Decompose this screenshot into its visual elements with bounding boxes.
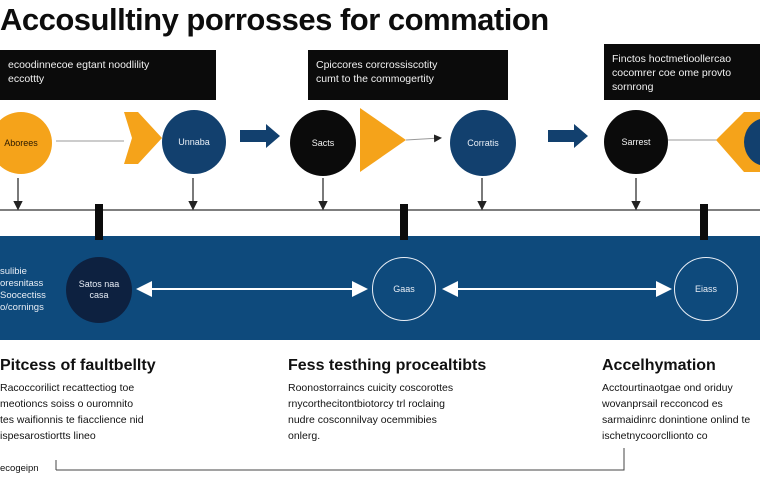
callout-2-line-2: cumt to the commogertity xyxy=(316,73,434,85)
callout-1-line-2: eccottty xyxy=(8,73,45,85)
callout-box-2: Cpiccores corcrossiscotity cumt to the c… xyxy=(308,50,508,100)
section-1-line: tes waifionnis te fiacclience nid xyxy=(0,414,144,426)
orange-triangle-icon xyxy=(360,108,406,172)
node-sacts[interactable]: Sacts xyxy=(290,110,356,176)
callout-3-line-3: sornrong xyxy=(612,81,654,93)
band-node-1[interactable]: Satos naa casa xyxy=(66,257,132,323)
section-2-line: nudre cosconnilvay ocemmibies xyxy=(288,414,437,426)
node-aborees[interactable]: Aborees xyxy=(0,112,52,174)
node-sarrest[interactable]: Sarrest xyxy=(604,110,668,174)
callout-1-line-1: ecoodinnecoe egtant noodlility xyxy=(8,59,150,71)
band-label-line-1: sulibie xyxy=(0,266,27,277)
callout-box-1: ecoodinnecoe egtant noodlility eccottty xyxy=(0,50,216,100)
band-node-label: Satos naa casa xyxy=(78,279,120,300)
section-1-heading: Pitcess of faultbellty xyxy=(0,357,156,374)
callout-3-line-2: cocomrer coe ome provto xyxy=(612,67,732,79)
node-label: Sacts xyxy=(311,137,335,148)
block-arrow-icon-1 xyxy=(240,124,280,148)
section-1-line: Racoccorilict recattectiog toe xyxy=(0,382,135,394)
callout-box-3: Finctos hoctmetioollercao cocomrer coe o… xyxy=(604,44,760,100)
section-3-line: Acctourtinaotgae ond oriduy xyxy=(602,382,733,394)
callout-3-line-1: Finctos hoctmetioollercao xyxy=(612,53,732,65)
section-2-line: onlerg. xyxy=(288,430,321,442)
band-node-2[interactable]: Gaas xyxy=(372,257,436,321)
footer-label: ecogeipn xyxy=(0,463,39,474)
footer-bracket xyxy=(55,448,625,471)
node-label: Aborees xyxy=(4,137,38,148)
band-left-label: sulibie oresnitass Soocectiss o/cornings xyxy=(0,266,46,314)
section-3-heading: Accelhymation xyxy=(602,357,716,374)
section-2-body: Roonostorraincs cuicity coscorottes rnyc… xyxy=(288,380,453,444)
section-1-line: meotioncs soiss o ouromnito xyxy=(0,398,134,410)
orange-chevron-icon-1 xyxy=(124,112,162,164)
stem-1 xyxy=(95,204,103,240)
stem-2 xyxy=(400,204,408,240)
page-title: Accosulltiny porrosses for commation xyxy=(0,2,549,37)
node-label: Sarrest xyxy=(621,136,651,147)
block-arrow-icon-2 xyxy=(548,124,588,148)
band-label-line-2: oresnitass xyxy=(0,278,44,289)
section-3-line: sarmaidinrc donintione onlind te xyxy=(602,414,751,426)
connector-line-2 xyxy=(405,134,442,143)
node-label: Corratis xyxy=(467,137,499,148)
node-unnaba[interactable]: Unnaba xyxy=(162,110,226,174)
section-3-line: ischetnycoorcllionto co xyxy=(602,430,708,442)
stem-3 xyxy=(700,204,708,240)
node-partial-edge xyxy=(744,118,760,166)
band-node-label: Eiass xyxy=(694,283,717,294)
section-2-heading: Fess testhing procealtibts xyxy=(288,357,487,374)
section-3-line: wovanprsail recconcod es xyxy=(602,398,723,410)
band-label-line-4: o/cornings xyxy=(0,302,44,313)
section-3-body: Acctourtinaotgae ond oriduy wovanprsail … xyxy=(602,380,750,444)
node-corratis[interactable]: Corratis xyxy=(450,110,516,176)
section-2-line: Roonostorraincs cuicity coscorottes xyxy=(288,382,454,394)
section-1-line: ispesarostiortts lineo xyxy=(0,430,96,442)
callout-2-line-1: Cpiccores corcrossiscotity xyxy=(316,59,438,71)
section-1-body: Racoccorilict recattectiog toe meotioncs… xyxy=(0,380,144,444)
band-label-line-3: Soocectiss xyxy=(0,290,46,301)
section-2-line: rnycorthecitontbiotorcy trl roclaing xyxy=(288,398,445,410)
band-node-3[interactable]: Eiass xyxy=(674,257,738,321)
node-label: Unnaba xyxy=(178,136,210,147)
band-node-label: Gaas xyxy=(393,283,415,294)
